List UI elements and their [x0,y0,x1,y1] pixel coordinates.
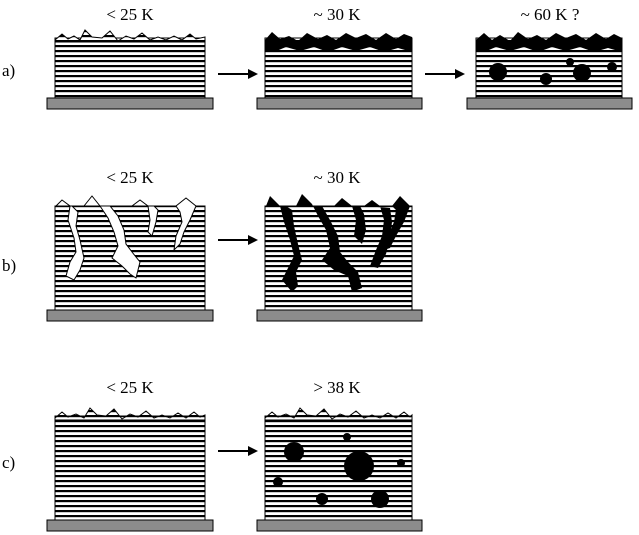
bubble [343,433,351,441]
open-crack [173,197,197,252]
temperature-label: < 25 K [106,5,154,24]
row-c-label: c) [2,453,15,472]
rough-surface [264,407,413,421]
filled-crack [384,196,410,250]
bubble [284,442,304,462]
right-arrow-icon [425,69,465,79]
substrate [46,97,214,110]
bubble [397,459,405,467]
temperature-label: < 25 K [106,168,154,187]
right-arrow-icon [218,69,258,79]
right-arrow-icon [218,235,258,245]
filled-crack [266,196,302,292]
row-a-label: a) [2,61,15,80]
bubble [489,63,507,81]
panel-c1: < 25 K [46,378,214,532]
panel-b2: ~ 30 K [256,168,423,322]
substrate [46,519,214,532]
substrate [256,309,423,322]
open-crack [130,199,159,237]
temperature-label: ~ 30 K [314,168,362,187]
panel-a1: < 25 K [46,5,214,110]
dark-top-layer [476,32,622,52]
temperature-label: ~ 30 K [314,5,362,24]
row-b-label: b) [2,256,16,275]
bubble [344,451,374,481]
panel-a3: ~ 60 K ? [466,5,633,110]
ice-film [264,415,413,521]
bubble [607,62,617,72]
panel-b1: < 25 K [46,168,214,322]
bubble [371,490,389,508]
substrate [256,97,423,110]
rough-surface [54,407,206,421]
right-arrow-icon [218,446,258,456]
substrate [466,97,633,110]
temperature-label: ~ 60 K ? [521,5,580,24]
substrate [46,309,214,322]
bubble [566,58,574,66]
ice-film [54,37,206,99]
filled-crack [364,200,392,268]
rough-surface [54,29,206,43]
open-crack [82,195,141,279]
ice-film [54,415,206,521]
bubble [316,493,328,505]
substrate [256,519,423,532]
bubble [573,64,591,82]
dark-top-layer [265,32,412,52]
bubble [540,73,552,85]
open-crack [54,199,85,281]
filled-crack [334,198,366,244]
panel-a2: ~ 30 K [256,5,423,110]
bubble [273,477,283,487]
temperature-label: < 25 K [106,378,154,397]
panel-c2: > 38 K [256,378,423,532]
temperature-label: > 38 K [313,378,361,397]
filled-crack [296,194,362,292]
